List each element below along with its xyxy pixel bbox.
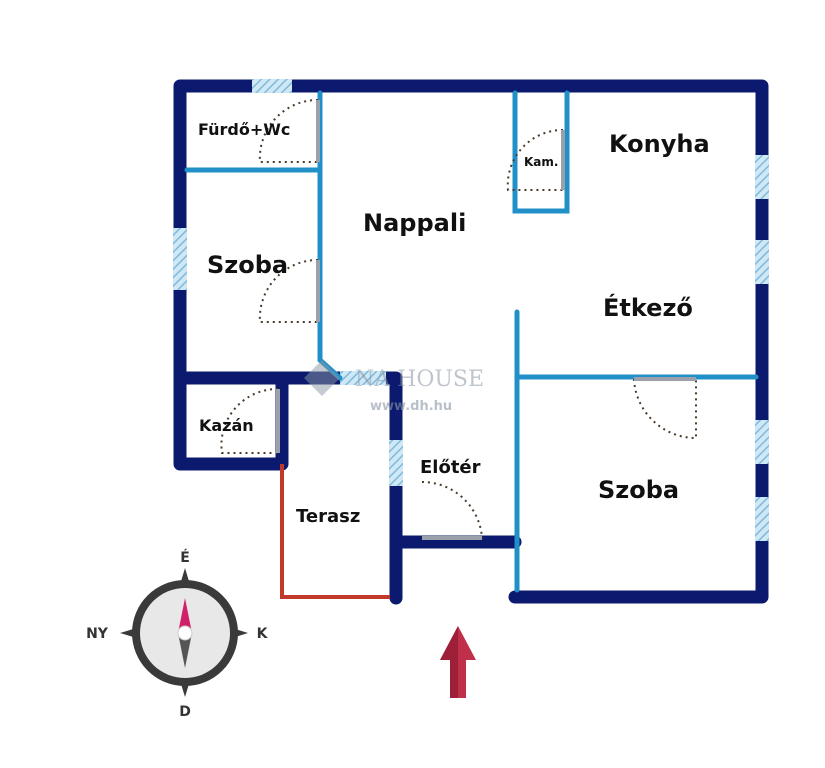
room-label-nappali: Nappali bbox=[363, 209, 466, 237]
compass-south: D bbox=[179, 704, 191, 720]
room-label-szoba-left: Szoba bbox=[207, 251, 288, 279]
watermark-url: www.dh.hu bbox=[370, 399, 452, 414]
door-leaves bbox=[276, 100, 696, 540]
room-label-eloter: Előtér bbox=[420, 457, 481, 478]
compass-needle-south-icon bbox=[178, 633, 192, 668]
watermark: NA HOUSE www.dh.hu bbox=[304, 360, 484, 414]
room-label-furdo: Fürdő+Wc bbox=[198, 120, 290, 139]
compass-east: K bbox=[257, 626, 269, 642]
room-label-kamra: Kam. bbox=[524, 155, 558, 169]
compass: É D K NY bbox=[86, 549, 269, 720]
room-label-terasz: Terasz bbox=[296, 506, 360, 527]
compass-needle-north-icon bbox=[178, 598, 192, 633]
watermark-logo-icon bbox=[304, 360, 340, 396]
compass-north: É bbox=[180, 549, 190, 566]
watermark-brand: NA HOUSE bbox=[355, 367, 484, 392]
inner-walls bbox=[184, 90, 759, 593]
entrance-arrow-icon bbox=[440, 626, 476, 698]
terrace-railing bbox=[280, 464, 390, 599]
compass-west: NY bbox=[86, 626, 109, 642]
room-labels: Fürdő+Wc Kam. Konyha Nappali Szoba Étkez… bbox=[198, 120, 710, 527]
compass-center bbox=[177, 625, 193, 641]
room-label-szoba-right: Szoba bbox=[598, 476, 679, 504]
windows bbox=[173, 79, 769, 541]
room-label-konyha: Konyha bbox=[609, 130, 710, 158]
door-swings bbox=[220, 98, 697, 539]
room-label-kazan: Kazán bbox=[199, 416, 254, 435]
room-label-etkezo: Étkező bbox=[603, 293, 693, 322]
